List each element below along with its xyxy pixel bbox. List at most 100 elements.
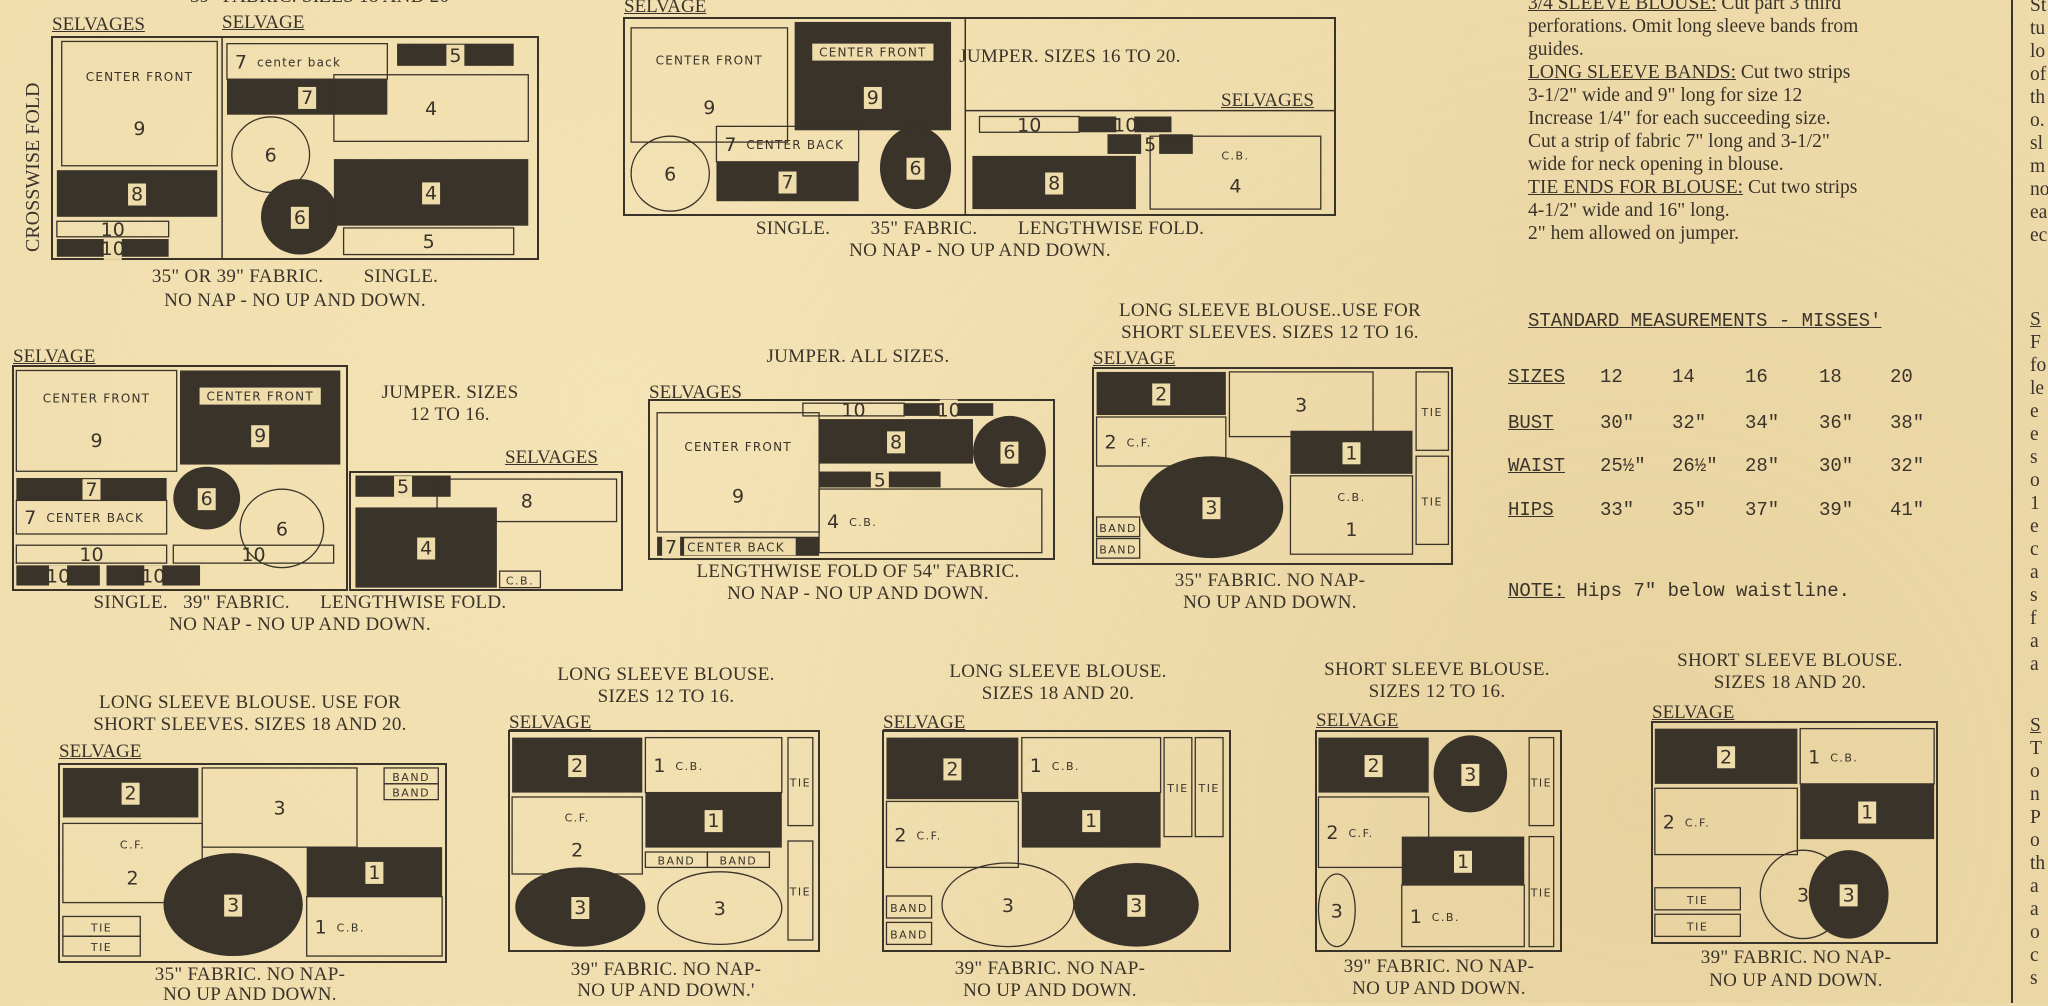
layout-title: LONG SLEEVE BLOUSE. [949,661,1167,682]
piece-name: C.F. [1348,827,1373,840]
pattern-piece: 10 [172,544,335,566]
piece-number: 1 [1085,810,1097,832]
piece-number: 10 [141,565,165,587]
pattern-piece: 3 [941,862,1075,948]
selvage-label: SELVAGE [222,12,305,33]
piece-number: 1 [368,862,380,884]
piece-number: 10 [841,400,865,422]
piece-name: CENTER BACK [687,540,785,554]
piece-name: BAND [1099,522,1137,535]
selvage-label: SELVAGE [624,0,707,17]
piece-name: TIE [1421,495,1443,508]
pattern-piece: 10 [802,400,905,422]
text-fragment: th [2030,853,2046,874]
pattern-piece: TIE [1654,887,1741,911]
selvage-label: SELVAGE [883,712,966,733]
text-fragment: n [2030,784,2040,805]
instruction-text: guides. [1528,39,1584,60]
pattern-piece: 3 [1317,873,1356,948]
piece-number: 6 [664,164,676,186]
piece-name: C.F. [120,839,145,852]
piece-name: C.F. [565,812,590,825]
pattern-piece: 3 [657,871,783,946]
pattern-piece: 8 [56,170,218,217]
piece-number: 10 [101,219,125,241]
instruction-line: Increase 1/4" for each succeeding size. [1528,107,1858,130]
layout-caption: SINGLE. 39" FABRIC. LENGTHWISE FOLD. [93,592,507,613]
measurement-value: 36" [1819,412,1854,434]
piece-number: 2 [894,824,906,846]
piece-number: 1 [315,916,327,938]
selvage-label: SELVAGE [13,346,96,367]
piece-number: 8 [890,431,902,453]
piece-number: 8 [521,490,533,512]
piece-number: 6 [1003,442,1015,464]
text-fragment: s [2030,968,2038,989]
piece-name: BAND [392,771,430,784]
layout-title: LONG SLEEVE BLOUSE..USE FOR [1118,300,1422,321]
instruction-text: Cut two strips [1743,177,1858,198]
selvage-label: SELVAGE [509,712,592,733]
pattern-piece: 6 [973,415,1046,488]
piece-name: CENTER FRONT [656,53,763,67]
piece-name: BAND [392,787,430,800]
selvage-label: SELVAGES [649,382,742,403]
instruction-heading: LONG SLEEVE BANDS: [1528,62,1736,83]
piece-number: 3 [1002,895,1014,917]
piece-number: 5 [397,476,409,498]
piece-number: 3 [714,898,726,920]
pattern-piece: 10 [106,565,201,588]
layout-title: SHORT SLEEVE BLOUSE. [1677,650,1903,671]
layout-title: SHORT SLEEVES. SIZES 18 AND 20. [93,714,407,735]
piece-number: 7 [235,51,247,73]
text-fragment: e [2030,424,2039,445]
pattern-piece: 6 [630,135,710,212]
text-fragment: of [2030,64,2047,85]
layout-caption: LENGTHWISE FOLD OF 54" FABRIC. [696,561,1020,582]
instruction-line: guides. [1528,38,1858,61]
pattern-piece: C.F.2 [1095,416,1227,467]
layout-caption: NO NAP - NO UP AND DOWN. [727,583,989,604]
crosswise-fold-label: CROSSWISE FOLD [22,82,44,252]
pattern-piece: 1 [645,792,782,848]
pattern-piece: BAND [644,851,709,869]
piece-number: 4 [827,511,839,533]
pattern-piece: TIE [1415,371,1450,451]
measurement-value: 30" [1600,412,1635,434]
piece-number: 9 [133,118,145,140]
piece-name: C.B. [337,921,365,934]
pattern-piece: C.B.4 [818,488,1043,554]
layout-caption: NO NAP - NO UP AND DOWN. [164,290,426,311]
measurement-value: 32" [1890,455,1925,477]
text-fragment: e [2030,401,2039,422]
piece-number: 2 [1720,746,1732,768]
measurement-value: 20 [1890,366,1913,388]
pattern-piece: TIE [1654,913,1741,938]
pattern-piece: 10 [1079,114,1172,137]
piece-name: TIE [1197,782,1219,795]
piece-name: BAND [890,902,928,915]
piece-number: 10 [1113,114,1137,136]
piece-number: 4 [425,98,437,120]
piece-number: 2 [1326,822,1338,844]
piece-number: 7 [665,536,677,558]
pattern-piece: C.F.2 [511,796,643,875]
pattern-piece: C.F. 2 [1317,796,1430,869]
piece-number: 9 [867,87,879,109]
piece-number: 4 [420,538,432,560]
text-fragment: sl [2030,133,2044,154]
pattern-piece: BAND [1095,537,1141,559]
instruction-text: 3-1/2" wide and 9" long for size 12 [1528,85,1803,106]
layout-title: JUMPER. SIZES [381,382,519,403]
text-fragment: St [2030,0,2047,16]
layout-caption: SINGLE. 35" FABRIC. LENGTHWISE FOLD. [755,218,1205,239]
piece-name: CENTER FRONT [43,392,150,406]
pattern-piece: 3 [1808,850,1889,939]
pattern-piece: 2 [1096,371,1226,416]
note-label: NOTE: [1508,580,1566,602]
layout-caption: 35" FABRIC. NO NAP- [154,964,346,985]
instruction-heading: TIE ENDS FOR BLOUSE: [1528,177,1744,198]
